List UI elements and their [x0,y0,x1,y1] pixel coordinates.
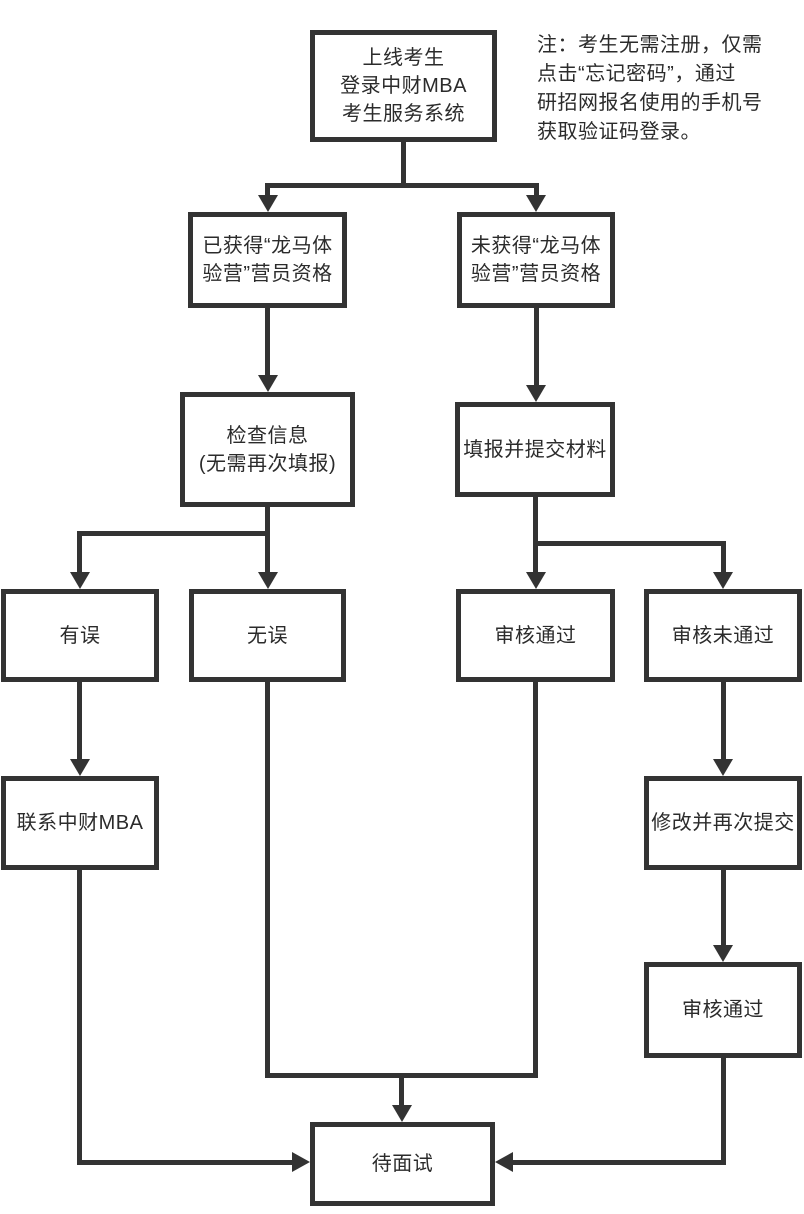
note-line: 注：考生无需注册，仅需 [537,34,763,56]
connector-start-stem [401,140,406,186]
node-has-error: 有误 [1,589,159,682]
connector-pass1-merge [533,680,538,1078]
node-label-line: 未获得“龙马体 [470,235,602,257]
node-review-pass-2: 审核通过 [644,962,802,1058]
connector-haserror-contact [77,680,82,760]
node-fill-submit: 填报并提交材料 [455,402,615,497]
node-label-line: 待面试 [371,1153,434,1175]
connector-pass2-down [721,1056,726,1165]
arrowhead-to-interview-top [392,1105,412,1122]
node-contact-mba: 联系中财MBA [1,776,159,870]
node-qualified: 已获得“龙马体 验营”营员资格 [188,212,347,308]
arrowhead-to-review-pass-2 [713,945,733,962]
node-start: 上线考生 登录中财MBA 考生服务系统 [310,30,497,142]
connector-check-stem [265,505,270,533]
connector-notqualified-fill [534,306,539,388]
node-label-line: 审核通过 [682,999,764,1021]
node-label-line: 验营”营员资格 [202,263,333,285]
node-no-error: 无误 [189,589,346,682]
connector-to-has-error [77,531,82,573]
connector-fill-split [533,541,726,546]
note-line: 点击“忘记密码”，通过 [537,63,736,85]
arrowhead-to-not-qualified [526,195,546,212]
connector-contact-across [77,1160,292,1165]
arrowhead-to-contact-mba [70,759,90,776]
node-check-info: 检查信息 (无需再次填报) [180,392,355,507]
node-label-line: 验营”营员资格 [470,263,602,285]
arrowhead-to-has-error [70,572,90,589]
note-line: 研招网报名使用的手机号 [537,92,763,114]
arrowhead-to-qualified [258,195,278,212]
connector-to-review-fail [721,541,726,573]
connector-pass2-across [513,1160,726,1165]
connector-to-no-error [265,531,270,573]
node-label-line: 检查信息 [226,424,309,447]
connector-contact-down [77,868,82,1165]
connector-noerror-merge [265,680,270,1078]
connector-check-split [77,531,270,536]
node-label-line: 无误 [247,624,288,647]
arrowhead-to-interview-right [495,1152,513,1172]
arrowhead-to-interview-left [292,1152,310,1172]
node-label-line: 上线考生 [362,47,445,69]
node-label-line: 登录中财MBA [340,75,467,97]
node-review-pass-1: 审核通过 [456,589,615,682]
arrowhead-to-review-pass-1 [526,572,546,589]
connector-qualified-check [265,306,270,378]
connector-fill-stem [533,495,538,543]
node-label-line: 填报并提交材料 [463,438,607,461]
node-label-line: 考生服务系统 [342,103,465,125]
note-text: 注：考生无需注册，仅需 点击“忘记密码”，通过 研招网报名使用的手机号 获取验证… [537,31,799,147]
note-line: 获取验证码登录。 [537,121,701,143]
node-label-line: 联系中财MBA [16,812,144,834]
connector-revise-pass2 [721,868,726,946]
connector-to-review-pass-1 [533,541,538,573]
node-revise-resubmit: 修改并再次提交 [644,776,802,870]
node-not-qualified: 未获得“龙马体 验营”营员资格 [457,212,615,308]
connector-split-right [534,183,539,197]
node-review-fail: 审核未通过 [644,589,802,682]
arrowhead-to-fill-submit [526,385,546,402]
arrowhead-to-check-info [258,375,278,392]
arrowhead-to-revise [713,759,733,776]
node-label-line: 修改并再次提交 [651,812,795,834]
connector-merge-interview [399,1073,404,1107]
node-label-line: 已获得“龙马体 [202,235,333,257]
node-label-line: 审核未通过 [671,624,775,647]
node-interview: 待面试 [310,1122,495,1206]
node-label-line: (无需再次填报) [198,452,337,475]
node-label-line: 审核通过 [494,624,577,647]
node-label-line: 有误 [59,624,101,647]
arrowhead-to-no-error [258,572,278,589]
connector-split-left [265,183,270,197]
arrowhead-to-review-fail [713,572,733,589]
connector-start-split [265,183,539,188]
connector-fail-revise [721,680,726,760]
